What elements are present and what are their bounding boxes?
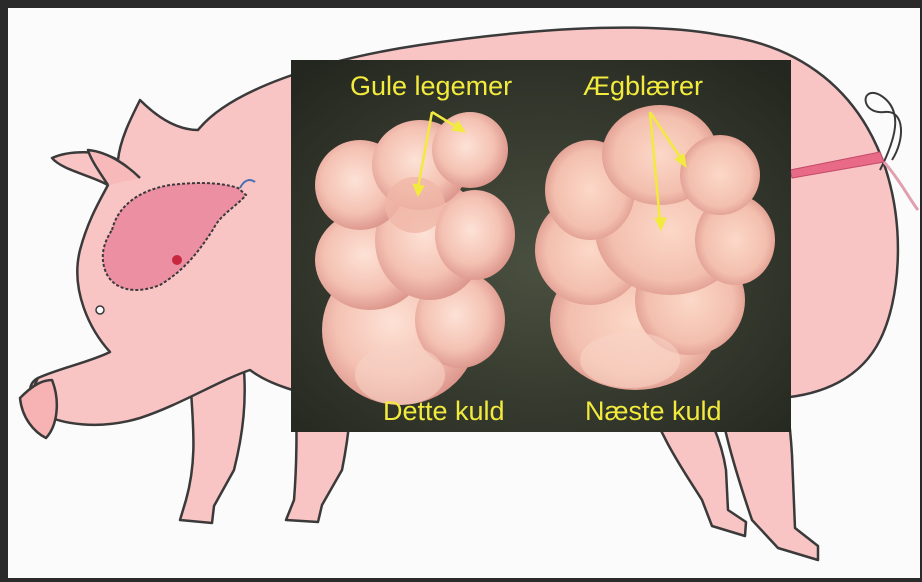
label-next-litter: Næste kuld (585, 398, 722, 425)
label-corpora-lutea: Gule legemer (350, 73, 512, 100)
ovaries-photo (291, 60, 791, 432)
label-follicles: Ægblærer (583, 73, 703, 100)
label-this-litter: Dette kuld (383, 398, 505, 425)
